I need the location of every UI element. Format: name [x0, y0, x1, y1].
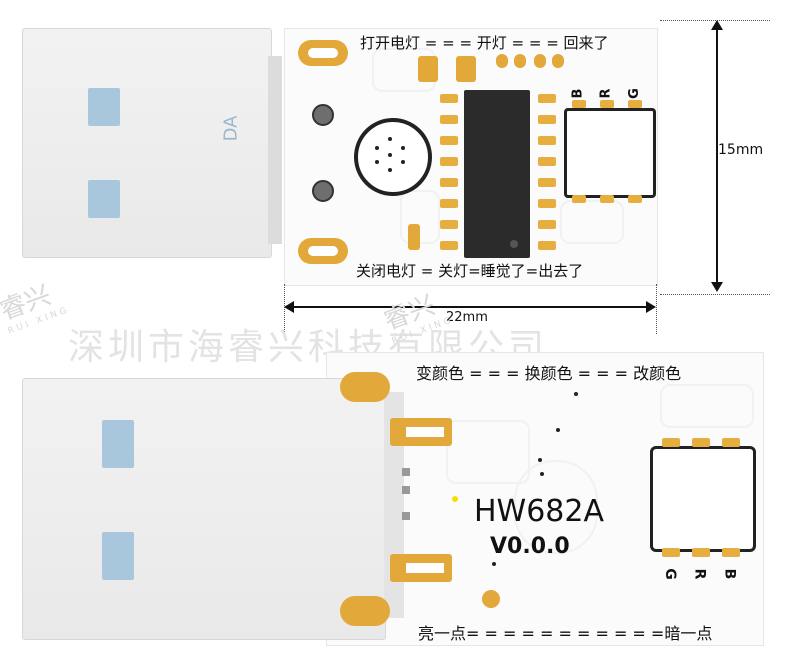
smd-pad — [418, 56, 438, 82]
test-pad — [482, 590, 500, 608]
rgb-led-back — [650, 446, 756, 552]
bottom-touch-label: 关闭电灯 = 关灯=睡觉了=出去了 — [356, 262, 584, 280]
smd-pad — [552, 54, 564, 68]
via — [312, 180, 334, 202]
usb-contact-upper — [390, 418, 452, 446]
version-number: V0.0.0 — [490, 534, 570, 559]
smd-pad — [496, 54, 508, 68]
ic-pins-right — [538, 94, 556, 250]
ic-chip — [464, 90, 530, 258]
via — [312, 104, 334, 126]
led-pin-label-b: B — [570, 88, 586, 99]
color-touch-label: 变颜色 = = = 换颜色 = = = 改颜色 — [416, 364, 682, 383]
top-pad-upper — [298, 40, 348, 66]
led-pin-label-g-back: G — [661, 568, 678, 580]
top-pad-lower — [298, 238, 348, 264]
led-pin-label-r: R — [598, 88, 614, 99]
rgb-led — [564, 108, 656, 198]
led-pin-label-r-back: R — [691, 568, 708, 580]
bottom-usb-plug — [22, 378, 386, 640]
top-usb-tip — [268, 56, 282, 244]
smd-pad — [514, 54, 526, 68]
top-touch-label: 打开电灯 = = = 开灯 = = = 回来了 — [360, 34, 609, 52]
smd-pad — [534, 54, 546, 68]
bottom-usb-window-2 — [102, 532, 134, 580]
brightness-touch-label: 亮一点= = = = = = = = = = =暗一点 — [418, 624, 713, 643]
ic-pins-left — [440, 94, 458, 250]
led-pin-label-g: G — [626, 88, 642, 99]
top-usb-plug — [22, 28, 272, 258]
smd-pad — [456, 56, 476, 82]
connector-mark: DA — [220, 115, 242, 142]
usb-contact-lower — [390, 554, 452, 582]
smd-pad — [408, 224, 420, 250]
buzzer — [354, 118, 432, 196]
model-number: HW682A — [474, 494, 605, 529]
top-usb-window-1 — [88, 88, 120, 126]
led-pin-label-b-back: B — [721, 568, 738, 580]
top-usb-window-2 — [88, 180, 120, 218]
logo-watermark-left: 睿兴 RUI XING — [0, 280, 71, 337]
bottom-usb-window-1 — [102, 420, 134, 468]
width-dimension: 22mm — [446, 310, 488, 325]
height-dimension: 15mm — [718, 142, 764, 158]
